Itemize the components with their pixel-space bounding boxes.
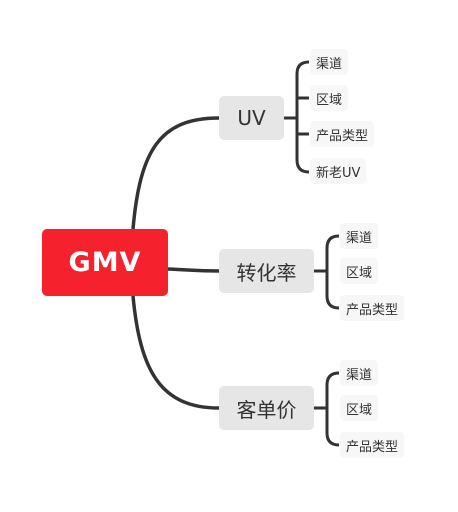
leaf-label: 区域 xyxy=(316,92,343,108)
connector-root-aov xyxy=(131,295,220,410)
leaf-label: 渠道 xyxy=(346,230,373,246)
branch-label: 客单价 xyxy=(236,397,297,422)
leaf-label: 产品类型 xyxy=(316,128,369,144)
branch-label: 转化率 xyxy=(236,260,297,285)
leaf-uv-new-old-uv[interactable]: 新老UV xyxy=(310,158,367,184)
branch-node-average-order-value[interactable]: 客单价 xyxy=(219,386,314,430)
connector-root-uv xyxy=(131,116,220,230)
leaf-label: 区域 xyxy=(346,265,373,281)
leaf-label: 产品类型 xyxy=(346,439,399,455)
leaf-conversion-region[interactable]: 区域 xyxy=(340,258,379,284)
leaf-uv-region[interactable]: 区域 xyxy=(310,85,349,111)
leaf-conversion-channel[interactable]: 渠道 xyxy=(340,223,379,249)
leaf-aov-product-type[interactable]: 产品类型 xyxy=(340,432,405,458)
leaf-uv-product-type[interactable]: 产品类型 xyxy=(310,121,375,147)
leaf-uv-channel[interactable]: 渠道 xyxy=(310,49,349,75)
bracket-uv xyxy=(295,60,310,174)
leaf-aov-channel[interactable]: 渠道 xyxy=(340,360,379,386)
branch-label: UV xyxy=(237,106,266,130)
root-node-gmv[interactable]: GMV xyxy=(42,229,168,296)
leaf-conversion-product-type[interactable]: 产品类型 xyxy=(340,295,405,321)
branch-node-conversion-rate[interactable]: 转化率 xyxy=(219,249,314,293)
leaf-label: 新老UV xyxy=(316,165,361,181)
leaf-aov-region[interactable]: 区域 xyxy=(340,395,379,421)
branch-node-uv[interactable]: UV xyxy=(219,96,284,140)
bracket-conversion xyxy=(325,234,340,310)
bracket-aov xyxy=(325,371,340,447)
leaf-label: 产品类型 xyxy=(346,302,399,318)
leaf-label: 渠道 xyxy=(346,367,373,383)
leaf-label: 区域 xyxy=(346,402,373,418)
root-label: GMV xyxy=(68,247,142,278)
connector-root-conversion xyxy=(167,267,220,273)
leaf-label: 渠道 xyxy=(316,56,343,72)
